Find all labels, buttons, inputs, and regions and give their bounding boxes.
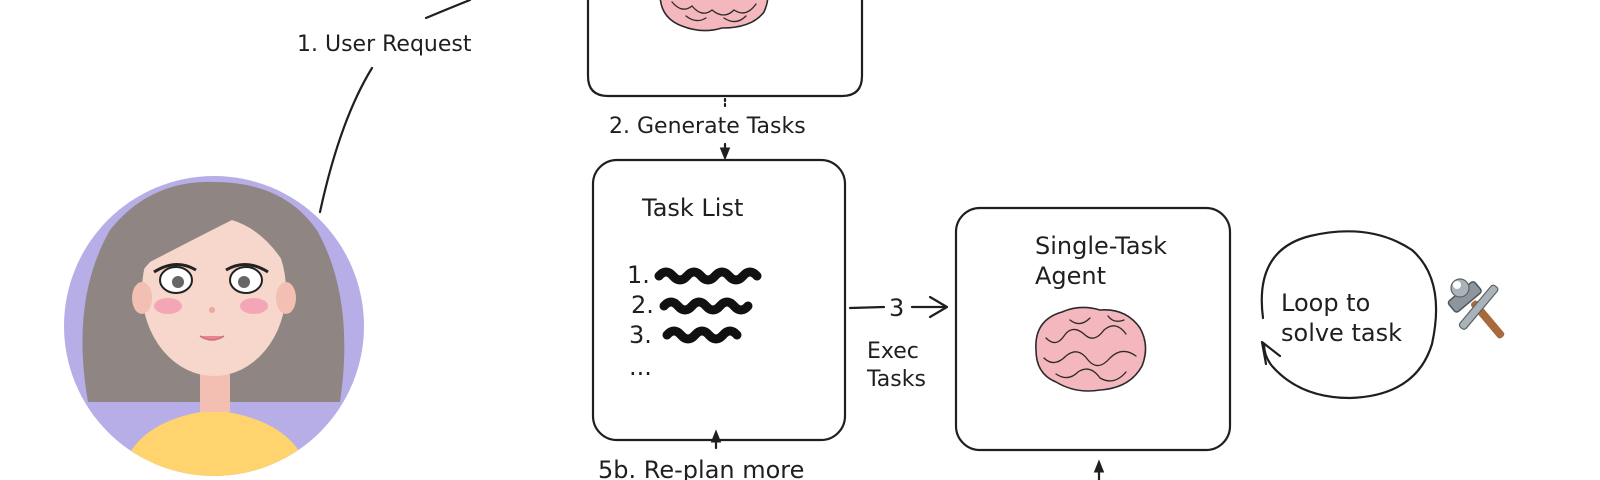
agent-label-line1: Single-Task: [1035, 232, 1167, 260]
task-item-scribble-3: [662, 326, 742, 344]
task-list-title: Task List: [641, 194, 743, 222]
user-request-label: 1. User Request: [297, 32, 472, 57]
exec-step-number: 3: [889, 294, 904, 322]
exec-arrow-head: [910, 295, 949, 319]
task-more-ellipsis: ...: [629, 353, 652, 381]
task-item-scribble-2: [659, 297, 753, 315]
task-item-number-1: 1.: [627, 261, 650, 289]
exec-arrow-line: [848, 305, 886, 310]
loop-label-line2: solve task: [1281, 319, 1402, 347]
user-request-connector-lower: [318, 66, 374, 214]
user-request-connector: [424, 0, 472, 20]
single-task-agent-box: [954, 206, 1232, 452]
user-avatar: [64, 176, 364, 476]
agent-label-line2: Agent: [1035, 262, 1106, 290]
loop-arrowhead: [1260, 340, 1282, 366]
generate-tasks-label: 2. Generate Tasks: [609, 114, 806, 139]
brain-icon: [1035, 306, 1147, 392]
exec-label-line2: Tasks: [866, 367, 926, 392]
exec-label-line1: Exec: [867, 339, 919, 364]
replan-label: 5b. Re-plan more: [598, 456, 804, 480]
task-item-number-3: 3.: [629, 321, 652, 349]
task-creation-agent-box: [586, 0, 864, 98]
loop-label-line1: Loop to: [1281, 289, 1370, 317]
brain-icon: [659, 0, 769, 32]
loop-arrow: [1260, 230, 1438, 400]
task-item-number-2: 2.: [631, 291, 654, 319]
task-item-scribble-1: [654, 267, 762, 285]
hammer-and-wrench-icon: [1447, 278, 1505, 339]
